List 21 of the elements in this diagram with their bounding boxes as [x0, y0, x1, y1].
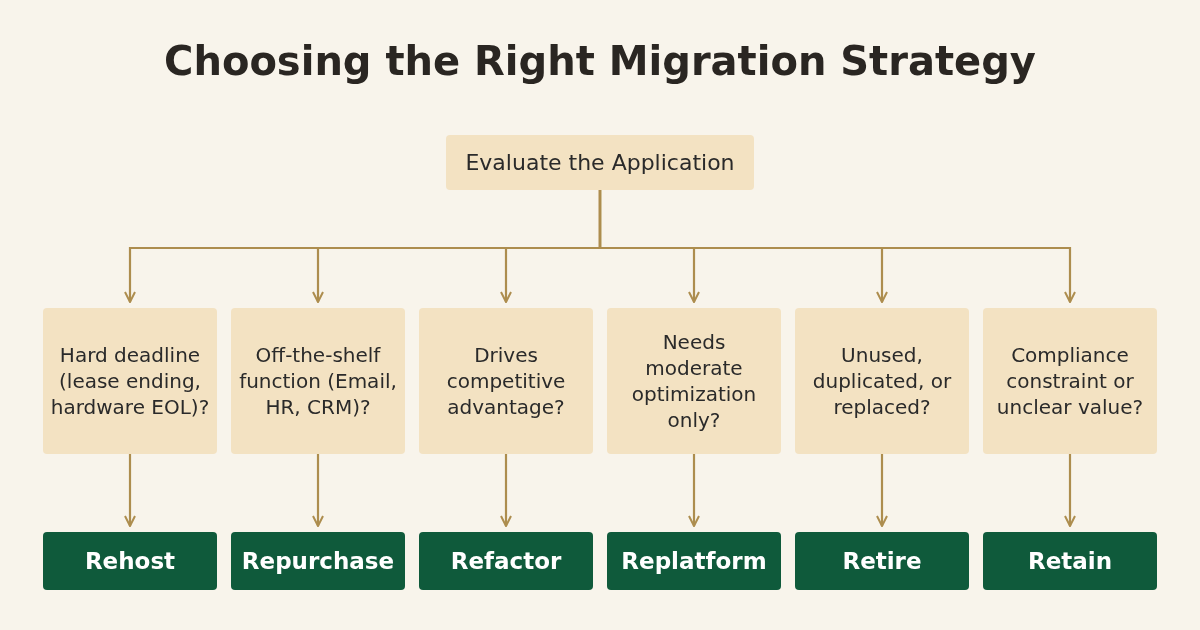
question-box: Off-the-shelf function (Email, HR, CRM)? — [231, 308, 405, 454]
strategy-box: Retire — [795, 532, 969, 590]
strategy-box: Repurchase — [231, 532, 405, 590]
strategy-box: Refactor — [419, 532, 593, 590]
start-box: Evaluate the Application — [446, 135, 754, 190]
question-box: Hard deadline (lease ending, hardware EOL)? — [43, 308, 217, 454]
title: Choosing the Right Migration Strategy — [163, 38, 1037, 84]
arrow — [598, 190, 1076, 303]
arrow — [688, 454, 700, 527]
question-box: Compliance constraint or unclear value? — [983, 308, 1157, 454]
arrow — [500, 454, 512, 527]
strategy-box: Rehost — [43, 532, 217, 590]
arrow — [124, 454, 136, 527]
strategy-box: Replatform — [607, 532, 781, 590]
question-box: Drives competitive advantage? — [419, 308, 593, 454]
strategy-box: Retain — [983, 532, 1157, 590]
arrow — [876, 454, 888, 527]
question-box: Unused, duplicated, or replaced? — [795, 308, 969, 454]
question-box: Needs moderate optimization only? — [607, 308, 781, 454]
arrow — [312, 454, 324, 527]
arrow — [1064, 454, 1076, 527]
